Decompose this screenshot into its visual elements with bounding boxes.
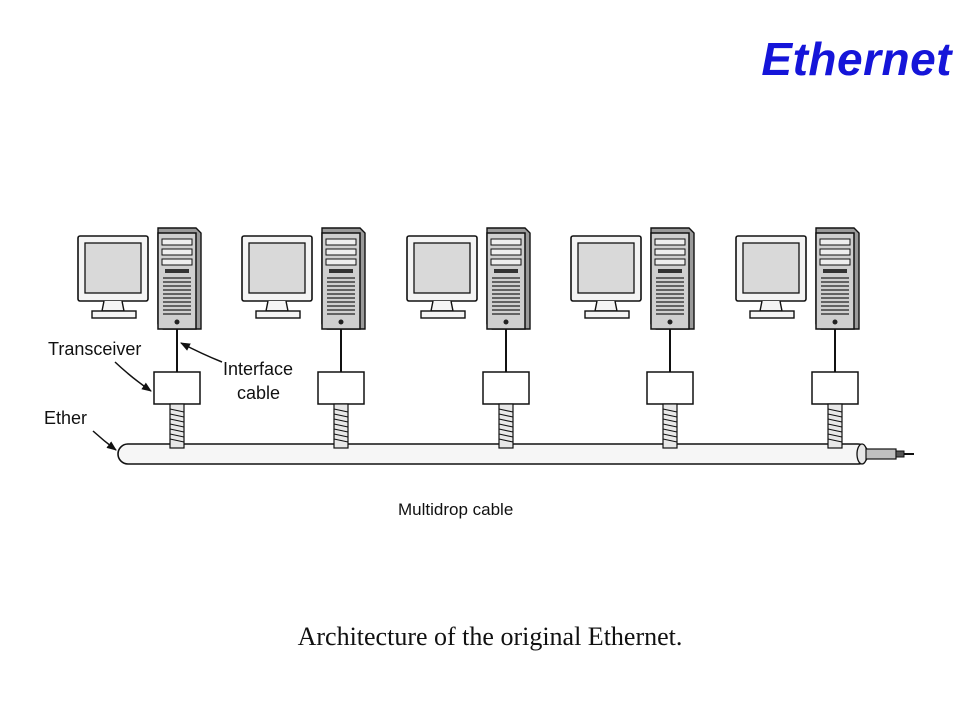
- figure-caption: Architecture of the original Ethernet.: [297, 622, 683, 651]
- station-3: [406, 227, 531, 449]
- interface-cable-label-line1: Interface: [223, 359, 293, 379]
- station-4: [570, 227, 695, 449]
- station-2: [241, 227, 366, 449]
- transceiver-label: Transceiver: [48, 339, 141, 359]
- multidrop-cable-label: Multidrop cable: [398, 500, 513, 519]
- transceiver-arrow: [114, 361, 152, 392]
- interface-cable-arrow: [180, 342, 223, 363]
- ether-cable: [117, 443, 914, 465]
- ether-label: Ether: [44, 408, 87, 428]
- interface-cable-label-line2: cable: [237, 383, 280, 403]
- station-5: [735, 227, 860, 449]
- ether-arrow: [92, 430, 117, 451]
- station-1: [77, 227, 202, 449]
- slide-title: Ethernet: [761, 33, 952, 85]
